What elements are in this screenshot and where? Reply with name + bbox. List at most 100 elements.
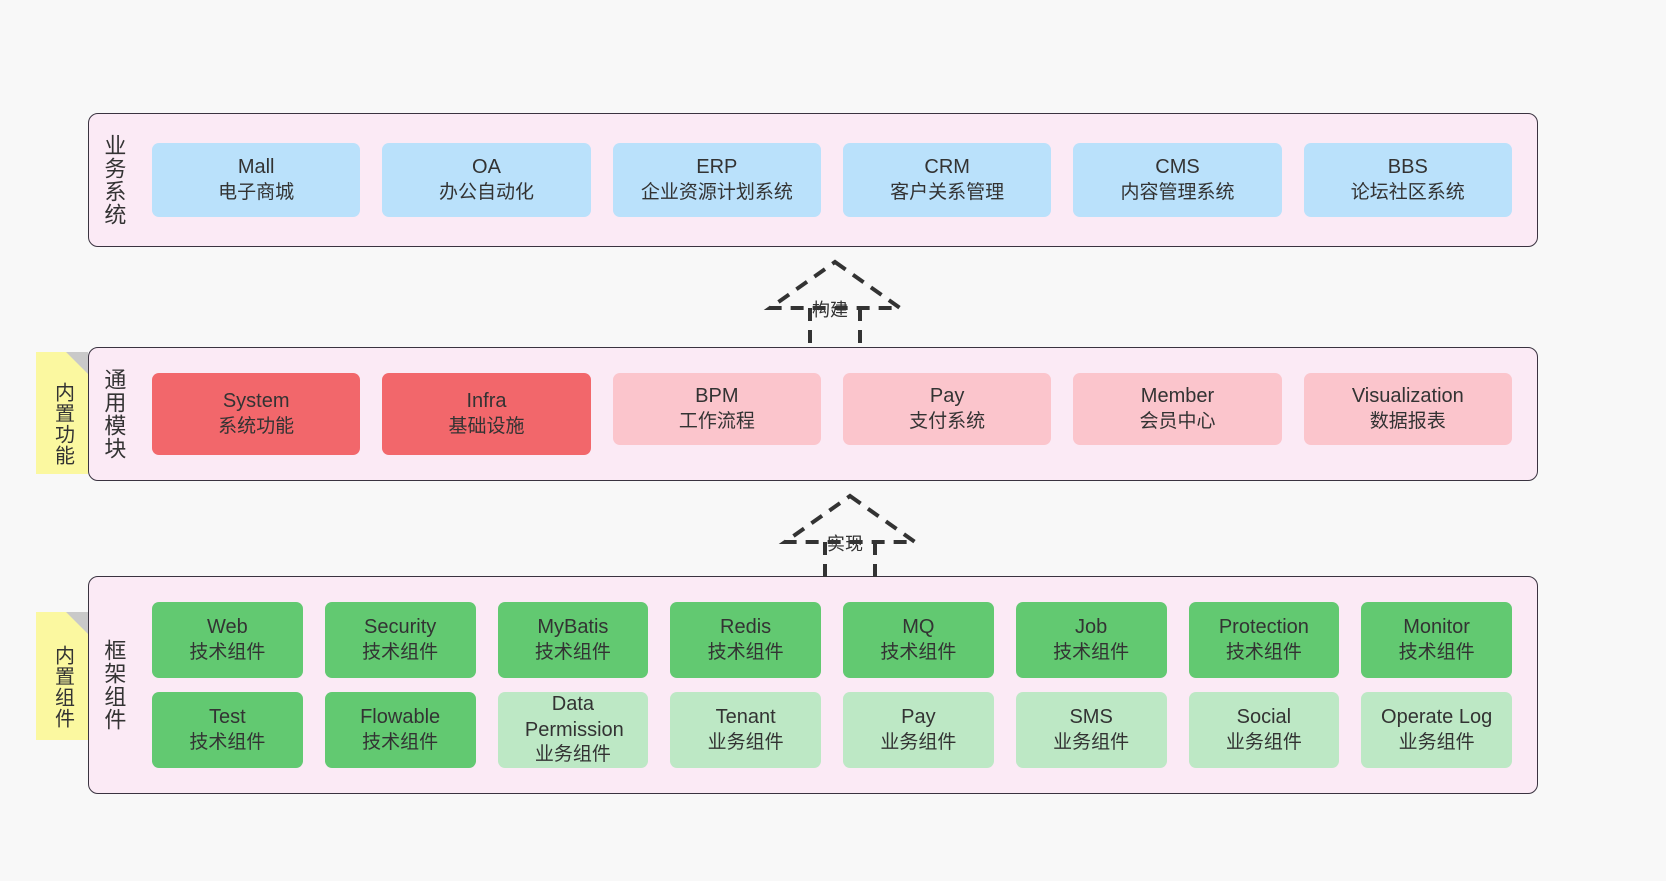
node-label-cn: 客户关系管理 — [890, 181, 1005, 203]
node-label-en: Tenant — [715, 706, 776, 729]
node-social[interactable]: Social 业务组件 — [1188, 692, 1340, 768]
node-label-cn: 业务组件 — [1053, 731, 1130, 753]
connector-build: 构建 — [750, 258, 920, 350]
node-label-en: MQ — [902, 616, 935, 639]
node-job[interactable]: Job 技术组件 — [1015, 602, 1167, 678]
node-label-en: Data Permission — [524, 693, 624, 741]
node-label-cn: 会员中心 — [1139, 410, 1216, 432]
node-web[interactable]: Web 技术组件 — [152, 602, 303, 678]
node-label-cn: 电子商城 — [218, 181, 295, 203]
node-label-en: Web — [206, 616, 248, 639]
node-label-en: CRM — [924, 156, 970, 179]
node-label-en: CMS — [1155, 156, 1200, 179]
node-visualization[interactable]: Visualization 数据报表 — [1303, 373, 1512, 445]
layer-title-business: 业务系统 — [101, 134, 127, 226]
node-row: Mall 电子商城 OA 办公自动化 ERP 企业资源计划系统 CRM 客户关系… — [141, 143, 1523, 217]
node-label-cn: 系统功能 — [218, 415, 295, 437]
node-label-cn: 工作流程 — [678, 410, 755, 432]
node-infra[interactable]: Infra 基础设施 — [382, 373, 591, 455]
node-label-en: ERP — [696, 156, 738, 179]
note-builtin-functions: 内置功能 — [36, 352, 88, 474]
node-tenant[interactable]: Tenant 业务组件 — [670, 692, 821, 768]
node-mq[interactable]: MQ 技术组件 — [843, 602, 994, 678]
node-erp[interactable]: ERP 企业资源计划系统 — [612, 143, 821, 217]
node-protection[interactable]: Protection 技术组件 — [1188, 602, 1340, 678]
note-builtin-components: 内置组件 — [36, 612, 88, 740]
node-label-cn: 企业资源计划系统 — [640, 181, 793, 203]
node-mybatis[interactable]: MyBatis 技术组件 — [497, 602, 649, 678]
node-flowable[interactable]: Flowable 技术组件 — [324, 692, 476, 768]
node-member[interactable]: Member 会员中心 — [1073, 373, 1282, 445]
node-label-en: System — [222, 390, 290, 413]
connector-build-label: 构建 — [812, 300, 848, 320]
node-label-en: Job — [1075, 616, 1108, 639]
node-row: Test 技术组件 Flowable 技术组件 Data Permission … — [141, 692, 1523, 768]
note-fold-icon — [66, 612, 88, 634]
node-label-cn: 业务组件 — [1398, 731, 1475, 753]
node-label-cn: 数据报表 — [1369, 410, 1446, 432]
node-security[interactable]: Security 技术组件 — [324, 602, 476, 678]
node-label-cn: 技术组件 — [1225, 641, 1302, 663]
node-label-en: Social — [1236, 706, 1292, 729]
node-label-en: Pay — [929, 385, 965, 408]
node-label-cn: 论坛社区系统 — [1350, 181, 1465, 203]
node-label-cn: 内容管理系统 — [1120, 181, 1235, 203]
node-label-en: Member — [1140, 385, 1215, 408]
node-redis[interactable]: Redis 技术组件 — [670, 602, 821, 678]
node-monitor[interactable]: Monitor 技术组件 — [1361, 602, 1512, 678]
node-row: Web 技术组件 Security 技术组件 MyBatis 技术组件 Redi… — [141, 602, 1523, 678]
node-label-en: SMS — [1069, 706, 1113, 729]
connector-implement: 实现 — [765, 492, 935, 584]
node-label-en: OA — [472, 156, 501, 179]
node-sms[interactable]: SMS 业务组件 — [1015, 692, 1167, 768]
node-label-en: Operate Log — [1381, 706, 1493, 729]
node-label-en: MyBatis — [537, 616, 609, 639]
layer-title-common-modules: 通用模块 — [101, 368, 127, 460]
node-label-cn: 技术组件 — [880, 641, 957, 663]
node-label-cn: 技术组件 — [362, 731, 439, 753]
node-label-cn: 业务组件 — [534, 744, 611, 766]
node-label-cn: 基础设施 — [448, 415, 525, 437]
connector-implement-arrow-icon — [778, 493, 922, 584]
node-cms[interactable]: CMS 内容管理系统 — [1073, 143, 1282, 217]
node-label-cn: 技术组件 — [1398, 641, 1475, 663]
layer-common-modules: 通用模块 System 系统功能 Infra 基础设施 BPM 工作流程 Pay… — [88, 347, 1538, 481]
node-crm[interactable]: CRM 客户关系管理 — [842, 143, 1052, 217]
node-label-en: Visualization — [1351, 385, 1464, 408]
node-data-permission[interactable]: Data Permission 业务组件 — [497, 692, 649, 768]
note-builtin-components-label: 内置组件 — [51, 645, 74, 729]
node-label-en: Security — [364, 616, 437, 639]
node-operate-log[interactable]: Operate Log 业务组件 — [1361, 692, 1512, 768]
note-builtin-functions-label: 内置功能 — [51, 382, 74, 466]
node-label-en: Infra — [466, 390, 507, 413]
connector-implement-label: 实现 — [827, 534, 863, 554]
node-oa[interactable]: OA 办公自动化 — [382, 143, 591, 217]
node-label-en: BBS — [1387, 156, 1428, 179]
layer-body-common-modules: System 系统功能 Infra 基础设施 BPM 工作流程 Pay 支付系统… — [137, 348, 1537, 480]
node-label-en: Protection — [1218, 616, 1309, 639]
node-pay[interactable]: Pay 支付系统 — [842, 373, 1052, 445]
node-label-cn: 技术组件 — [362, 641, 439, 663]
node-label-cn: 办公自动化 — [438, 181, 534, 203]
node-label-cn: 业务组件 — [1225, 731, 1302, 753]
node-label-en: Redis — [720, 616, 772, 639]
connector-build-arrow-icon — [763, 259, 907, 350]
node-mall[interactable]: Mall 电子商城 — [152, 143, 361, 217]
node-system[interactable]: System 系统功能 — [152, 373, 361, 455]
node-label-cn: 业务组件 — [707, 731, 784, 753]
note-fold-icon — [66, 352, 88, 374]
node-bpm[interactable]: BPM 工作流程 — [612, 373, 821, 445]
node-label-cn: 技术组件 — [189, 641, 266, 663]
node-label-cn: 技术组件 — [534, 641, 611, 663]
node-pay-business[interactable]: Pay 业务组件 — [843, 692, 994, 768]
node-test[interactable]: Test 技术组件 — [152, 692, 303, 768]
node-label-en: Mall — [237, 156, 275, 179]
layer-body-business: Mall 电子商城 OA 办公自动化 ERP 企业资源计划系统 CRM 客户关系… — [137, 114, 1537, 246]
node-row: System 系统功能 Infra 基础设施 BPM 工作流程 Pay 支付系统… — [141, 373, 1523, 455]
node-label-en: Flowable — [360, 706, 441, 729]
node-label-cn: 技术组件 — [707, 641, 784, 663]
node-bbs[interactable]: BBS 论坛社区系统 — [1303, 143, 1512, 217]
node-label-en: BPM — [695, 385, 739, 408]
node-label-en: Pay — [901, 706, 936, 729]
